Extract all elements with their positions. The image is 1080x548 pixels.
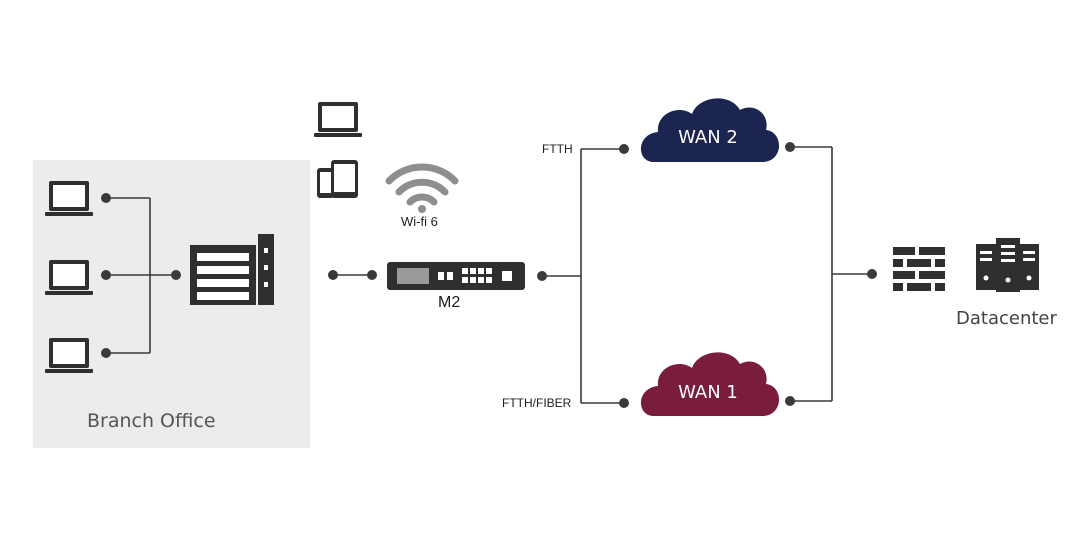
tablet-phone-icon: [317, 160, 358, 198]
wan1-label: WAN 1: [678, 382, 738, 403]
connector-dot: [619, 398, 629, 408]
connector-dot: [101, 348, 111, 358]
datacenter-links: [790, 146, 872, 402]
ftth-label: FTTH: [542, 142, 573, 156]
wan2-label: WAN 2: [678, 127, 738, 148]
connector-dot: [785, 142, 795, 152]
connector-dot: [101, 270, 111, 280]
connector-dot: [785, 396, 795, 406]
connector-dot: [171, 270, 181, 280]
wifi-icon: [385, 163, 459, 213]
connector-dot: [101, 193, 111, 203]
firewall-appliance-icon: [190, 234, 274, 305]
laptop-icon: [45, 181, 93, 216]
laptop-icon: [45, 260, 93, 295]
connector-dot: [328, 270, 338, 280]
server-rack-icon: [976, 238, 1039, 292]
laptop-icon: [45, 338, 93, 373]
router-icon: [387, 262, 525, 290]
ftth-fiber-label: FTTH/FIBER: [502, 396, 572, 410]
laptop-icon: [314, 102, 362, 137]
connector-dot: [367, 270, 377, 280]
connector-dot: [867, 269, 877, 279]
connector-dot: [537, 271, 547, 281]
m2-label: M2: [438, 294, 461, 311]
datacenter-label: Datacenter: [956, 308, 1057, 329]
branch-wiring: [106, 197, 176, 354]
connector-dot: [619, 144, 629, 154]
wan-links: [542, 148, 624, 404]
wifi-label: Wi-fi 6: [401, 214, 438, 229]
branch-office-label: Branch Office: [87, 410, 216, 432]
brick-wall-firewall-icon: [893, 247, 945, 291]
